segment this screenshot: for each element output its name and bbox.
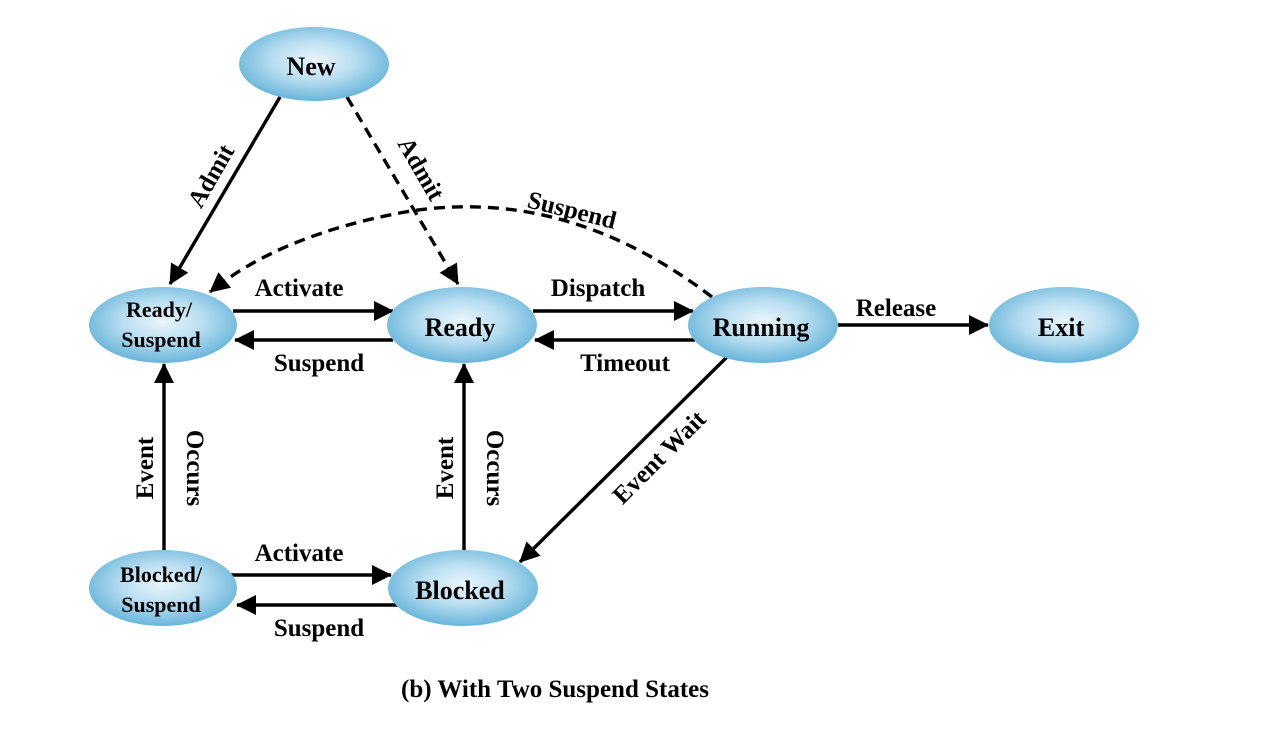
node-ready-suspend-label-line1: Ready/ — [126, 297, 193, 322]
node-ready-label: Ready — [425, 313, 496, 342]
node-blocked: Blocked — [388, 550, 538, 626]
node-ready-suspend-label-line2: Suspend — [121, 327, 201, 352]
label-occurs-mid: Occurs — [481, 430, 508, 507]
label-dispatch: Dispatch — [551, 275, 646, 302]
label-timeout: Timeout — [580, 350, 670, 377]
edge-admit-new-to-ready — [345, 96, 460, 285]
label-suspend-bottom: Suspend — [274, 615, 364, 642]
node-blocked-suspend-label-line2: Suspend — [121, 592, 201, 617]
edge-suspend-running-to-ready-suspend — [208, 205, 714, 299]
label-event-left: Event — [132, 436, 159, 499]
node-running: Running — [688, 287, 838, 363]
label-event-mid: Event — [432, 436, 459, 499]
node-exit-label: Exit — [1038, 313, 1085, 342]
label-occurs-left: Occurs — [181, 430, 208, 507]
node-blocked-label: Blocked — [415, 576, 505, 605]
label-suspend-top: Suspend — [274, 350, 364, 377]
edge-admit-new-to-ready-suspend — [168, 96, 282, 285]
node-blocked-suspend: Blocked/ Suspend — [89, 550, 237, 626]
diagram-caption: (b) With Two Suspend States — [401, 676, 709, 703]
node-new-label: New — [286, 52, 335, 81]
label-activate-bottom: Activate — [255, 540, 344, 567]
node-ready-suspend: Ready/ Suspend — [89, 287, 237, 363]
node-exit: Exit — [989, 287, 1139, 363]
label-release: Release — [856, 295, 937, 322]
label-suspend-running: Suspend — [525, 187, 619, 235]
label-admit-right: Admit — [392, 133, 450, 206]
node-blocked-suspend-label-line1: Blocked/ — [120, 562, 203, 587]
node-running-label: Running — [713, 313, 810, 342]
label-activate-top: Activate — [255, 275, 344, 302]
node-ready: Ready — [387, 287, 537, 363]
node-new: New — [239, 27, 389, 101]
edge-event-wait — [518, 355, 729, 564]
